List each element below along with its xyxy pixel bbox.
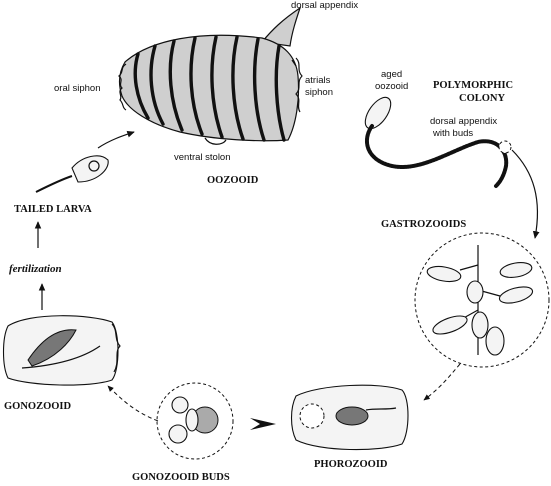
- atrial-siphon-label-2: siphon: [305, 87, 333, 98]
- ventral-stolon-label: ventral stolon: [174, 152, 231, 163]
- arrow-buds-to-gonozooid: [107, 385, 159, 422]
- gonozooid-illustration: [2, 315, 121, 386]
- dorsal-appendix-buds-label-2: with buds: [432, 128, 473, 139]
- arrow-larva-to-oozooid: [97, 130, 135, 149]
- arrow-phorozooid-to-buds: [250, 418, 276, 430]
- tailed-larva-illustration: [35, 155, 109, 193]
- dorsal-appendix-buds-label-1: dorsal appendix: [430, 116, 497, 127]
- gastrozooids-illustration: [414, 232, 550, 368]
- polymorphic-colony-title-1: POLYMORPHIC: [433, 80, 513, 91]
- gastrozooids-title: GASTROZOOIDS: [381, 219, 466, 230]
- aged-oozooid-label-1: aged: [381, 69, 402, 80]
- atrial-siphon-label-1: atrials: [305, 75, 331, 86]
- gonozooid-buds-illustration: [156, 382, 234, 460]
- phorozooid-title: PHOROZOOID: [314, 459, 388, 470]
- tailed-larva-title: TAILED LARVA: [14, 204, 92, 215]
- oozooid-title: OOZOOID: [207, 175, 259, 186]
- atrial-pointer: [291, 59, 297, 67]
- fertilization-label: fertilization: [9, 263, 62, 275]
- oozooid-illustration: [118, 6, 303, 145]
- arrow-gastrozooids-to-phorozooid: [423, 363, 461, 401]
- oral-siphon-label: oral siphon: [54, 83, 100, 94]
- dorsal-appendix-label: dorsal appendix: [291, 0, 358, 11]
- polymorphic-colony-title-2: COLONY: [459, 93, 506, 104]
- gonozooid-title: GONOZOOID: [4, 401, 72, 412]
- gonozooid-buds-title: GONOZOOID BUDS: [132, 472, 230, 483]
- aged-oozooid-label-2: oozooid: [375, 81, 408, 92]
- arrow-colony-to-gastrozooids: [511, 149, 540, 239]
- phorozooid-illustration: [290, 384, 409, 451]
- polymorphic-colony-illustration: [364, 96, 512, 188]
